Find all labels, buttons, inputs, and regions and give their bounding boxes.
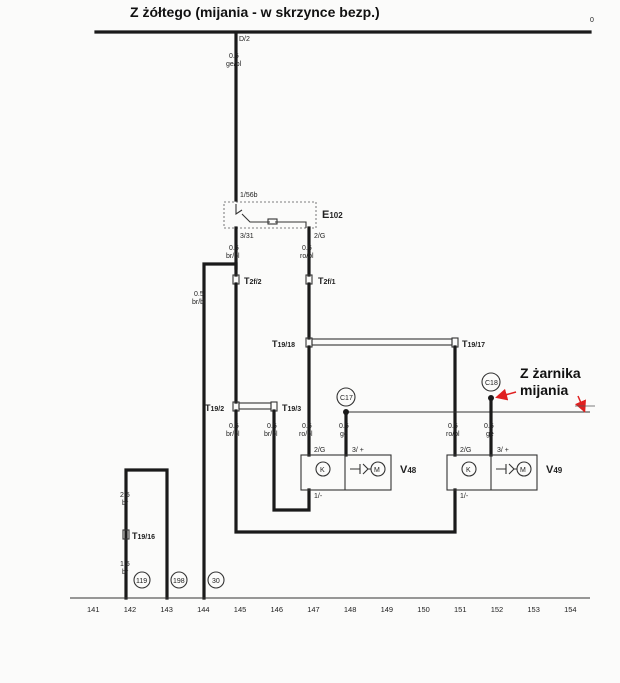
v49-k-label: K	[466, 467, 471, 474]
ref-30-label: 30	[212, 578, 220, 585]
wire-142-143	[124, 468, 169, 600]
connector-t2f1-label: T2f/1	[318, 276, 336, 286]
bulb-arrow-left	[495, 388, 517, 401]
v49-pin-3p: 3/ +	[497, 447, 509, 454]
v49-pin-1m: 1/-	[460, 493, 469, 500]
connector-t2f2-label: T2f/2	[244, 276, 262, 286]
connector-t19-18-label: T19/18	[272, 339, 295, 349]
e102-pin-in: 1/56b	[240, 192, 258, 199]
column-number-151: 151	[454, 605, 467, 614]
e102-label: E102	[322, 209, 343, 221]
column-number-152: 152	[491, 605, 504, 614]
column-number-143: 143	[160, 605, 173, 614]
wire-145-color: br/bl	[226, 431, 240, 438]
wire-148-color: ge	[340, 431, 348, 438]
wire-144-color: br/bl	[192, 299, 206, 306]
top-bus-mark: 0	[590, 17, 594, 24]
column-number-148: 148	[344, 605, 357, 614]
column-number-146: 146	[271, 605, 284, 614]
column-number-153: 153	[527, 605, 540, 614]
wire-142b-color: br	[122, 569, 129, 576]
connector-t19-17-label: T19/17	[462, 339, 485, 349]
e102-left-pin: 3/31	[240, 233, 254, 240]
wire-top-size: 0.5	[229, 53, 239, 60]
wire-145-return	[234, 409, 457, 534]
wire-151-color: ro/bl	[446, 431, 460, 438]
top-tap-label: D/2	[239, 36, 250, 43]
wire-146-size: 0.5	[267, 423, 277, 430]
v49-motor-label: M	[520, 467, 526, 474]
wire-152-color: ge	[486, 431, 494, 438]
bulb-note-line1: Z żarnika	[520, 365, 581, 381]
connector-t19-3-label: T19/3	[282, 403, 301, 413]
ref-119-label: 119	[136, 578, 147, 585]
v49-diode	[496, 463, 517, 475]
connector-t19-16-label: T19/16	[132, 531, 155, 541]
connector-t19-16	[122, 529, 130, 540]
v49-box	[446, 454, 538, 491]
v48-label: V48	[400, 464, 417, 476]
column-number-150: 150	[417, 605, 430, 614]
wire-144-size: 0.5	[194, 291, 204, 298]
bridge-t19-2-3	[238, 402, 272, 410]
wire-142a-color: br	[122, 500, 129, 507]
ground-c18-label: C18	[485, 380, 498, 387]
wire-col-144	[202, 262, 238, 600]
ref-198-label: 198	[173, 578, 185, 585]
e102-internal	[235, 204, 307, 228]
column-number-149: 149	[381, 605, 394, 614]
e102-resistor	[267, 218, 278, 225]
ref-119-circle	[133, 571, 151, 589]
column-number-142: 142	[124, 605, 137, 614]
v48-box	[300, 454, 392, 491]
wire-right-color: ro/bl	[300, 253, 314, 260]
ground-c17-circle	[336, 387, 356, 407]
ref-198-circle	[170, 571, 188, 589]
v48-motor-label: M	[374, 467, 380, 474]
v48-diode	[350, 463, 371, 475]
ground-c17-label: C17	[340, 395, 353, 402]
top-annotation: Z żółtego (mijania - w skrzynce bezp.)	[130, 4, 380, 20]
wire-top-color: ge/bl	[226, 61, 242, 68]
bridge-t19	[311, 338, 453, 346]
column-number-145: 145	[234, 605, 247, 614]
wire-left-size: 0.5	[229, 245, 239, 252]
bulb-arrow-right	[574, 395, 586, 413]
v48-k-label: K	[320, 467, 325, 474]
e102-right-pin: 2/G	[314, 233, 325, 240]
wire-right-size: 0.5	[302, 245, 312, 252]
bulb-note-line2: mijania	[520, 382, 568, 398]
v49-label: V49	[546, 464, 563, 476]
column-number-141: 141	[87, 605, 100, 614]
v48-pin-3p: 3/ +	[352, 447, 364, 454]
connector-t19-2-label: T19/2	[205, 403, 224, 413]
column-number-144: 144	[197, 605, 210, 614]
column-numbers: 141 142 143 144 145 146 147 148 149 150 151 152 153 1…	[87, 605, 577, 614]
v48-pin-2g: 2/G	[314, 447, 325, 454]
v49-k-circle	[461, 461, 477, 477]
wire-146-color: br/bl	[264, 431, 278, 438]
wire-147-size: 0.5	[302, 423, 312, 430]
wire-142b-size: 1,5	[120, 561, 130, 568]
e102-box	[223, 201, 317, 229]
v48-pin-1m: 1/-	[314, 493, 323, 500]
wire-142a-size: 2,5	[120, 492, 130, 499]
wire-152-size: 0.5	[484, 423, 494, 430]
wire-left-color: br/bl	[226, 253, 240, 260]
v49-pin-2g: 2/G	[460, 447, 471, 454]
wire-148-size: 0.5	[339, 423, 349, 430]
ground-c18-circle	[481, 372, 501, 392]
ref-30-circle	[207, 571, 225, 589]
wire-151-size: 0.5	[448, 423, 458, 430]
wire-145-size: 0.5	[229, 423, 239, 430]
column-number-154: 154	[564, 605, 577, 614]
wire-146	[272, 409, 311, 512]
v48-k-circle	[315, 461, 331, 477]
column-number-147: 147	[307, 605, 320, 614]
wire-147-color: ro/bl	[299, 431, 313, 438]
